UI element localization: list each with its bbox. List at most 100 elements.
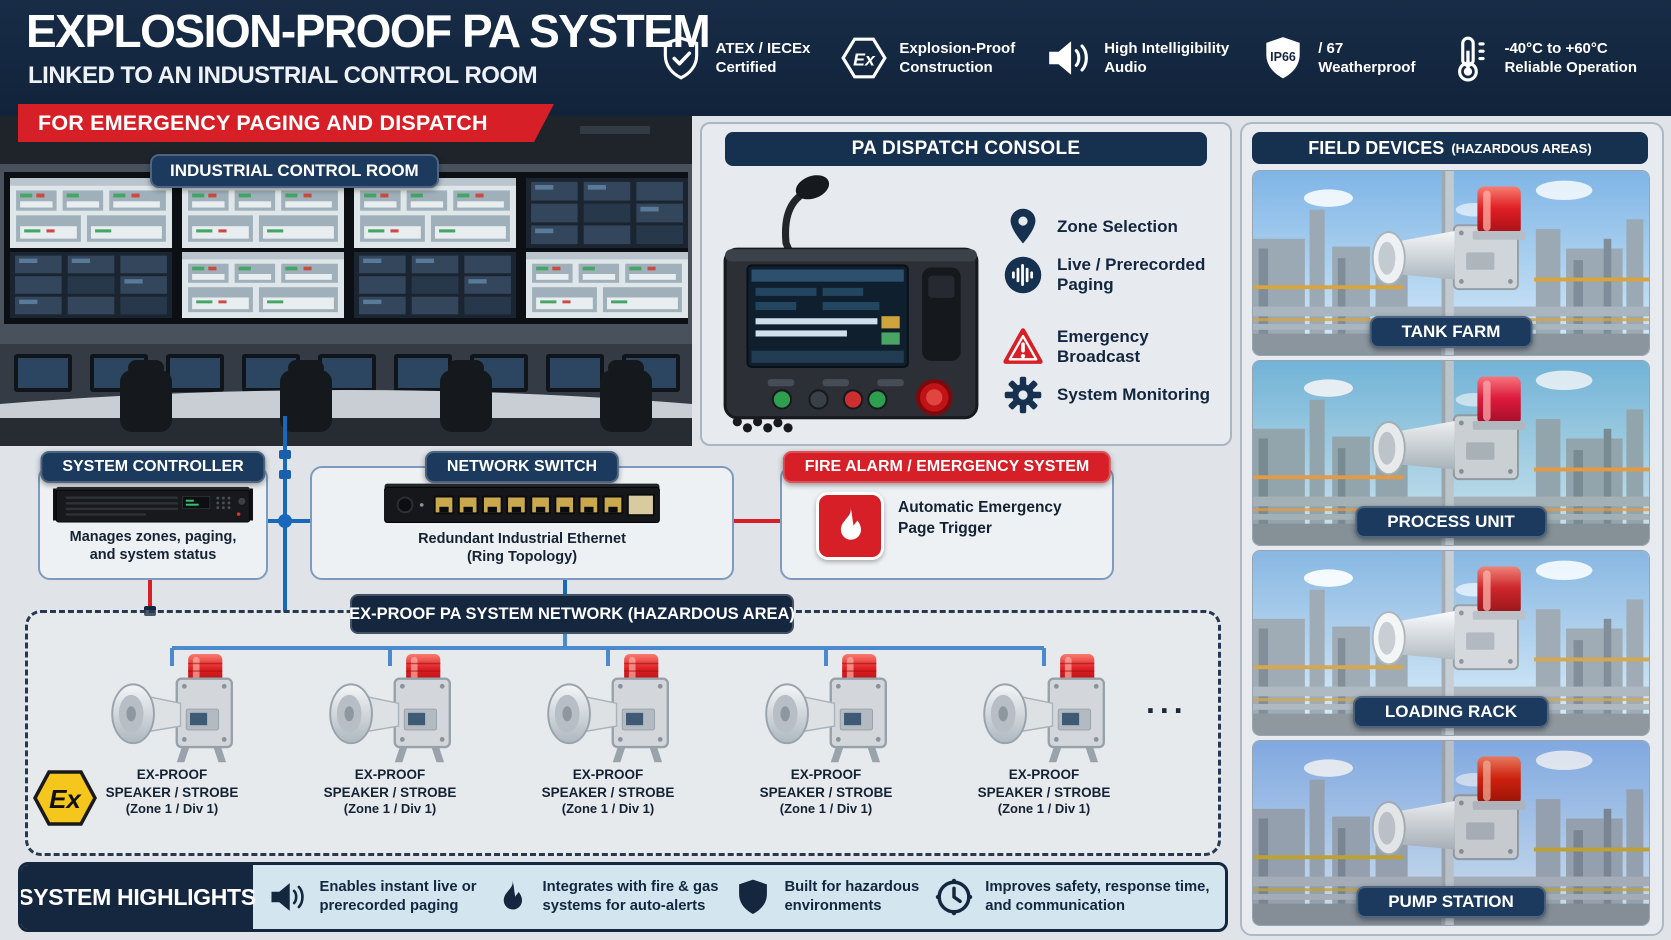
speaker-strobe-image — [533, 654, 683, 766]
feature-label: Live / Prerecorded Paging — [1057, 254, 1206, 294]
highlight-line1: Improves safety, response time, — [985, 878, 1210, 895]
speaker-label-line3: (Zone 1 / Div 1) — [997, 801, 1091, 817]
speaker-strobe-image — [97, 654, 247, 766]
more-devices-ellipsis: ... — [1146, 684, 1188, 720]
network-switch-desc-line2: (Ring Topology) — [466, 549, 578, 566]
field-photo-tank-farm: TANK FARM — [1252, 170, 1650, 356]
highlight-line2: and communication — [985, 898, 1126, 914]
ex-speaker-unit-1: EX-PROOF SPEAKER / STROBE (Zone 1 / Div … — [62, 648, 282, 844]
ex-speaker-unit-4: EX-PROOF SPEAKER / STROBE (Zone 1 / Div … — [716, 648, 936, 844]
ex-certification-logo: Ex — [32, 768, 98, 833]
feature-system-monitoring: System Monitoring — [1002, 374, 1210, 416]
ip-shield-icon: IP66 — [1259, 34, 1307, 82]
highlight-line2: systems for auto-alerts — [542, 898, 706, 914]
warning-triangle-icon — [1002, 326, 1044, 368]
speaker-label-line1: EX-PROOF — [136, 767, 208, 782]
system-controller-title: SYSTEM CONTROLLER — [40, 451, 266, 483]
ex-hexagon-icon: Ex — [840, 34, 888, 82]
highlight-line1: Enables instant live or — [319, 878, 477, 895]
flame-icon — [492, 877, 532, 917]
field-photo-pump-station: PUMP STATION — [1252, 740, 1650, 926]
speaker-label-line1: EX-PROOF — [354, 767, 426, 782]
badge-weatherproof: IP66 / 67 Weatherproof — [1259, 34, 1415, 82]
badge-line1: -40°C to +60°C — [1504, 39, 1608, 57]
svg-text:Ex: Ex — [49, 784, 82, 814]
pa-dispatch-console-panel: PA DISPATCH CONSOLE — [700, 122, 1232, 446]
ex-speaker-unit-2: EX-PROOF SPEAKER / STROBE (Zone 1 / Div … — [280, 648, 500, 844]
network-switch-image — [382, 478, 662, 535]
badge-line2: Reliable Operation — [1504, 59, 1637, 76]
page-title: EXPLOSION-PROOF PA SYSTEM — [26, 5, 711, 57]
speaker-icon — [268, 877, 308, 917]
control-room-photo — [0, 116, 692, 446]
highlight-safety-response: Improves safety, response time, and commu… — [934, 877, 1210, 917]
control-room-label: INDUSTRIAL CONTROL ROOM — [150, 154, 439, 188]
shield-icon — [733, 877, 773, 917]
field-devices-title-main: FIELD DEVICES — [1308, 137, 1445, 158]
thermometer-icon — [1445, 34, 1493, 82]
ex-speaker-unit-5: EX-PROOF SPEAKER / STROBE (Zone 1 / Div … — [934, 648, 1154, 844]
speaker-strobe-image — [969, 654, 1119, 766]
feature-emergency-broadcast: Emergency Broadcast — [1002, 326, 1226, 368]
highlight-line2: environments — [784, 898, 882, 914]
feature-label: System Monitoring — [1057, 384, 1211, 404]
badge-line2: Certified — [715, 59, 777, 76]
badge-temperature: -40°C to +60°C Reliable Operation — [1445, 34, 1637, 82]
speaker-icon — [1045, 34, 1093, 82]
feature-label: Zone Selection — [1057, 216, 1178, 236]
speaker-label-line2: SPEAKER / STROBE — [977, 784, 1111, 800]
flame-icon — [816, 492, 884, 560]
field-devices-title: FIELD DEVICES (HAZARDOUS AREAS) — [1252, 132, 1648, 164]
speaker-label-line1: EX-PROOF — [1008, 767, 1080, 782]
location-label: PUMP STATION — [1356, 886, 1546, 918]
clock-icon — [934, 877, 974, 917]
speaker-label-line3: (Zone 1 / Div 1) — [343, 801, 437, 817]
speaker-label-line3: (Zone 1 / Div 1) — [779, 801, 873, 817]
feature-live-paging: Live / Prerecorded Paging — [1002, 254, 1226, 296]
speaker-label-line2: SPEAKER / STROBE — [105, 784, 239, 800]
speaker-label-line3: (Zone 1 / Div 1) — [561, 801, 655, 817]
highlight-line2: prerecorded paging — [319, 898, 459, 914]
shield-check-icon — [657, 34, 705, 82]
system-controller-desc-line1: Manages zones, paging, — [69, 529, 237, 545]
speaker-strobe-image — [751, 654, 901, 766]
header: EXPLOSION-PROOF PA SYSTEM LINKED TO AN I… — [0, 0, 1671, 116]
speaker-label-line2: SPEAKER / STROBE — [323, 784, 457, 800]
highlight-instant-paging: Enables instant live or prerecorded pagin… — [268, 877, 477, 917]
feature-label: Emergency Broadcast — [1057, 326, 1149, 366]
location-label: LOADING RACK — [1352, 696, 1550, 728]
badge-line1: / 67 — [1318, 39, 1344, 57]
page-subtitle: LINKED TO AN INDUSTRIAL CONTROL ROOM — [28, 62, 538, 89]
network-switch-title: NETWORK SWITCH — [424, 451, 620, 483]
system-controller-image — [53, 482, 253, 532]
ex-speaker-unit-3: EX-PROOF SPEAKER / STROBE (Zone 1 / Div … — [498, 648, 718, 844]
field-devices-panel: FIELD DEVICES (HAZARDOUS AREAS) TANK FAR… — [1240, 122, 1664, 936]
svg-text:IP66: IP66 — [1270, 50, 1296, 64]
ex-proof-network-banner: EX-PROOF PA SYSTEM NETWORK (HAZARDOUS AR… — [349, 594, 795, 634]
badge-line2: Audio — [1104, 59, 1147, 76]
fire-alarm-box: FIRE ALARM / EMERGENCY SYSTEM Automatic … — [780, 451, 1114, 580]
fire-alarm-desc-line2: Page Trigger — [898, 519, 992, 537]
speaker-label-line3: (Zone 1 / Div 1) — [125, 801, 219, 817]
system-controller-desc-line2: and system status — [89, 547, 217, 564]
badge-line2: Weatherproof — [1318, 59, 1416, 76]
speaker-label-line2: SPEAKER / STROBE — [759, 784, 893, 800]
system-controller-box: SYSTEM CONTROLLER Manages zones, paging,… — [38, 451, 268, 580]
badge-line2: Construction — [899, 59, 993, 76]
svg-text:Ex: Ex — [854, 49, 877, 69]
location-label: TANK FARM — [1369, 316, 1533, 348]
feature-zone-selection: Zone Selection — [1002, 206, 1178, 248]
fire-alarm-title: FIRE ALARM / EMERGENCY SYSTEM — [782, 451, 1112, 483]
speaker-label-line2: SPEAKER / STROBE — [541, 784, 675, 800]
location-pin-icon — [1002, 206, 1044, 248]
diagram-connector-lines — [144, 416, 1046, 666]
fire-alarm-desc-line1: Automatic Emergency — [898, 499, 1062, 516]
field-devices-title-suffix: (HAZARDOUS AREAS) — [1451, 140, 1592, 156]
